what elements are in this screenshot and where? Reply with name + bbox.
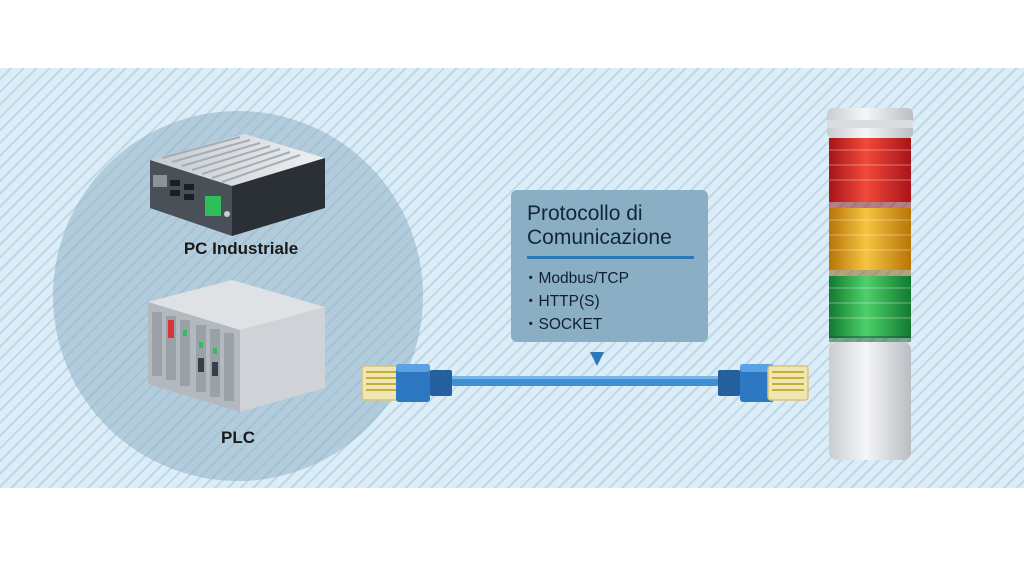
rj45-connector-right-icon (718, 364, 809, 402)
plc-label: PLC (221, 428, 255, 447)
industrial-pc-icon (150, 134, 325, 236)
protocol-card-title-line2: Comunicazione (527, 226, 672, 249)
protocol-card-title-line1: Protocollo di (527, 202, 643, 225)
pc-industriale-label: PC Industriale (184, 239, 298, 258)
pointer-triangle-icon (590, 352, 604, 366)
protocol-item-modbus: Modbus/TCP (527, 267, 694, 290)
green-lamp (829, 276, 911, 338)
protocol-item-http: HTTP(S) (527, 290, 694, 313)
protocol-card-divider (527, 256, 694, 259)
protocol-list: Modbus/TCP HTTP(S) SOCKET (527, 267, 694, 336)
red-lamp (829, 138, 911, 202)
amber-lamp (829, 208, 911, 270)
rj45-connector-left-icon (361, 364, 452, 402)
plc-icon (148, 280, 325, 412)
signal-tower-icon (827, 108, 913, 460)
protocol-card: Protocollo di Comunicazione Modbus/TCP H… (511, 190, 708, 342)
ethernet-cable (450, 376, 720, 386)
protocol-item-socket: SOCKET (527, 313, 694, 336)
